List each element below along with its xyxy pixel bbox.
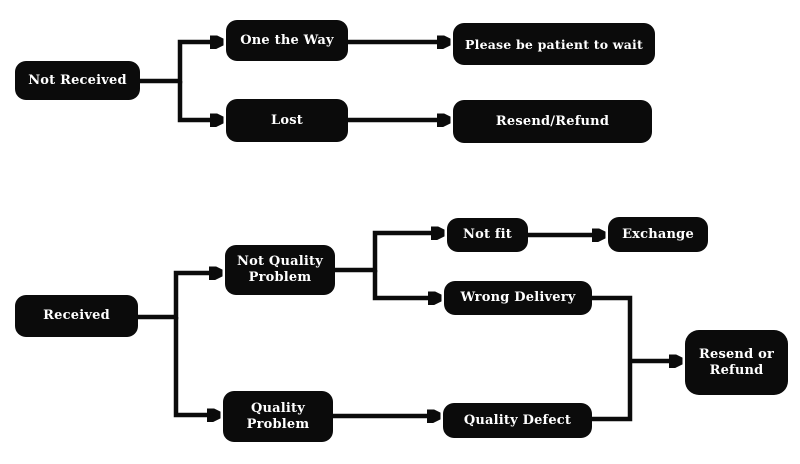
node-resend-refund: Resend/Refund bbox=[453, 100, 652, 143]
node-label: Resend or Refund bbox=[698, 346, 775, 378]
node-please-be-patient-to-wait: Please be patient to wait bbox=[453, 23, 655, 65]
edge-not-received-to-one-the-way bbox=[139, 42, 222, 84]
node-label: Not Received bbox=[28, 72, 127, 88]
edge-received-to-quality-problem bbox=[173, 317, 219, 415]
edge-not-quality-problem-to-wrong-delivery bbox=[372, 270, 440, 298]
node-label: Wrong Delivery bbox=[460, 290, 576, 306]
node-exchange: Exchange bbox=[608, 217, 708, 252]
node-wrong-delivery: Wrong Delivery bbox=[444, 281, 592, 315]
node-received: Received bbox=[15, 295, 138, 337]
edge-merge-wrong-delivery-quality-defect bbox=[590, 295, 633, 422]
node-not-received: Not Received bbox=[15, 61, 140, 100]
node-label: Quality Defect bbox=[463, 412, 572, 428]
node-quality-defect: Quality Defect bbox=[443, 403, 592, 438]
node-one-the-way: One the Way bbox=[226, 20, 348, 61]
node-label: Resend/Refund bbox=[495, 113, 610, 129]
node-label: Quality Problem bbox=[246, 400, 310, 432]
node-resend-or-refund: Resend or Refund bbox=[685, 330, 788, 395]
edge-not-quality-problem-to-not-fit bbox=[335, 233, 443, 273]
node-label: Received bbox=[43, 308, 110, 324]
node-label: Exchange bbox=[622, 226, 694, 242]
edge-not-received-to-lost bbox=[177, 81, 222, 120]
node-not-quality-problem: Not Quality Problem bbox=[225, 245, 335, 295]
node-quality-problem: Quality Problem bbox=[223, 391, 333, 442]
edge-received-to-not-quality-problem bbox=[137, 273, 221, 320]
node-lost: Lost bbox=[226, 99, 348, 142]
node-label: Not Quality Problem bbox=[237, 254, 323, 285]
node-not-fit: Not fit bbox=[447, 218, 528, 252]
node-label: Please be patient to wait bbox=[465, 36, 643, 52]
node-label: One the Way bbox=[240, 32, 334, 48]
node-label: Lost bbox=[271, 112, 303, 128]
node-label: Not fit bbox=[462, 227, 513, 243]
